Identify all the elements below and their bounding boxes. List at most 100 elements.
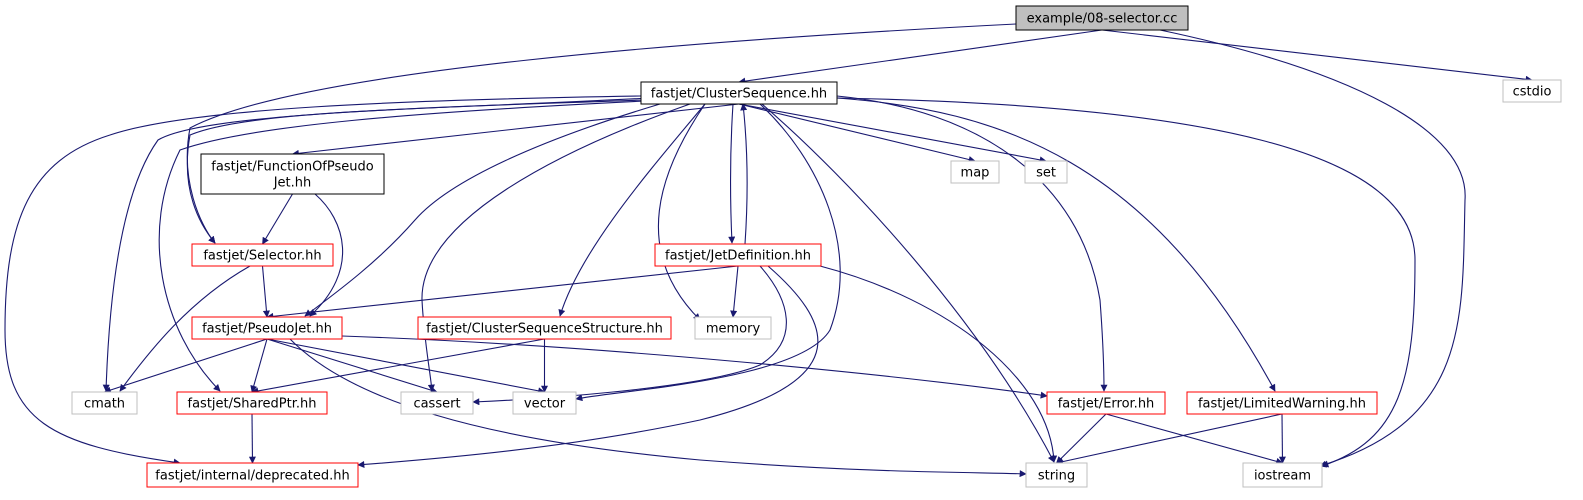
edge-fopj-to-pj [309, 193, 344, 317]
node-box [1015, 5, 1189, 31]
node-label: fastjet/internal/deprecated.hh [155, 469, 349, 484]
node-label: string [1038, 469, 1075, 484]
node-pj[interactable]: fastjet/PseudoJet.hh [191, 316, 343, 340]
node-box [512, 391, 577, 415]
node-label: fastjet/ClusterSequenceStructure.hh [426, 322, 663, 337]
edge-cs-to-map [738, 103, 976, 163]
edge-cs-to-fopj [291, 103, 740, 157]
node-box [191, 243, 334, 267]
node-cmath: cmath [71, 391, 138, 415]
node-label: fastjet/PseudoJet.hh [202, 322, 332, 337]
edge-cs-to-vector [575, 103, 841, 402]
edge-jetdef-to-string [819, 265, 1058, 463]
node-box [417, 316, 672, 340]
edge-limwarn-to-iostream [1278, 413, 1286, 464]
node-box [191, 316, 343, 340]
edge-pj-to-vector [266, 338, 546, 395]
node-label: fastjet/LimitedWarning.hh [1198, 397, 1366, 412]
edge-pj-to-cmath [103, 338, 268, 394]
node-box [640, 81, 838, 105]
edge-cs-to-cassert [421, 103, 691, 392]
node-label: fastjet/Selector.hh [203, 249, 321, 264]
node-label: set [1036, 166, 1056, 181]
node-label: fastjet/SharedPtr.hh [188, 397, 317, 412]
edge-pj-to-cassert [266, 338, 438, 394]
node-box [694, 316, 772, 340]
node-box [1046, 391, 1166, 415]
node-vector: vector [512, 391, 577, 415]
edge-root-to-cstdio [1101, 29, 1533, 83]
node-cstdio: cstdio [1502, 79, 1562, 103]
node-box [1024, 160, 1068, 184]
node-label: Jet.hh [273, 176, 312, 191]
edge-pj-to-string [289, 338, 1027, 478]
node-limwarn[interactable]: fastjet/LimitedWarning.hh [1186, 391, 1378, 415]
edge-limwarn-to-string [1055, 413, 1283, 466]
node-box [200, 153, 385, 195]
node-box [950, 160, 1000, 184]
node-label: cassert [413, 397, 460, 412]
node-box [1025, 462, 1088, 488]
edge-cs-to-string [761, 103, 1055, 463]
node-css[interactable]: fastjet/ClusterSequenceStructure.hh [417, 316, 672, 340]
node-label: fastjet/JetDefinition.hh [665, 249, 811, 264]
node-label: vector [524, 397, 566, 412]
edge-jetdef-to-cs [740, 103, 748, 245]
edge-cs-to-iostream [836, 97, 1416, 468]
node-cs[interactable]: fastjet/ClusterSequence.hh [640, 81, 838, 105]
node-label: memory [706, 322, 761, 337]
node-error[interactable]: fastjet/Error.hh [1046, 391, 1166, 415]
node-box [1242, 462, 1323, 488]
node-label: fastjet/ClusterSequence.hh [651, 87, 827, 102]
node-jetdef[interactable]: fastjet/JetDefinition.hh [654, 243, 822, 267]
edge-cs-to-sharedptr [158, 100, 646, 392]
edge-error-to-string [1056, 413, 1107, 464]
node-box [71, 391, 138, 415]
edge-root-to-selector [186, 23, 1017, 244]
edge-cs-to-cmath [102, 99, 646, 392]
node-label: cstdio [1513, 85, 1552, 100]
node-label: iostream [1254, 469, 1311, 484]
node-selector[interactable]: fastjet/Selector.hh [191, 243, 334, 267]
edge-cs-to-memory [657, 103, 706, 321]
edge-selector-to-cmath [119, 265, 251, 392]
edge-cs-to-jetdef [728, 103, 736, 244]
node-root[interactable]: example/08-selector.cc [1015, 5, 1189, 31]
edge-pj-to-error [341, 335, 1048, 399]
nodes-layer: example/08-selector.cc fastjet/ClusterSeq… [71, 5, 1562, 488]
node-box [654, 243, 822, 267]
edge-cs-to-error [836, 95, 1108, 392]
node-string: string [1025, 462, 1088, 488]
node-memory: memory [694, 316, 772, 340]
node-cassert: cassert [400, 391, 474, 415]
edge-pj-to-sharedptr [250, 338, 268, 393]
edge-cs-to-set [738, 103, 1047, 164]
edge-jetdef-to-pj [266, 265, 739, 320]
node-box [146, 462, 359, 488]
edge-error-to-iostream [1105, 413, 1284, 465]
edge-fopj-to-selector [262, 193, 293, 245]
edge-root-to-iostream [1159, 29, 1466, 468]
edge-jetdef-to-memory [730, 265, 739, 318]
edge-cs-to-pj [304, 103, 661, 317]
edge-css-to-sharedptr [251, 338, 545, 395]
edge-cs-to-css [558, 103, 706, 317]
node-label: fastjet/Error.hh [1058, 397, 1155, 412]
node-deprecated[interactable]: fastjet/internal/deprecated.hh [146, 462, 359, 488]
edge-sharedptr-to-deprecated [248, 413, 256, 464]
node-map: map [950, 160, 1000, 184]
node-box [1502, 79, 1562, 103]
node-label: cmath [84, 397, 125, 412]
node-box [400, 391, 474, 415]
node-box [1186, 391, 1378, 415]
node-box [176, 391, 328, 415]
edge-root-to-cs [738, 29, 1103, 85]
node-set: set [1024, 160, 1068, 184]
node-label: example/08-selector.cc [1027, 12, 1178, 27]
node-label: fastjet/FunctionOfPseudo [211, 160, 373, 175]
node-sharedptr[interactable]: fastjet/SharedPtr.hh [176, 391, 328, 415]
edge-cs-to-deprecated [4, 95, 642, 466]
edge-jetdef-to-deprecated [357, 265, 819, 468]
